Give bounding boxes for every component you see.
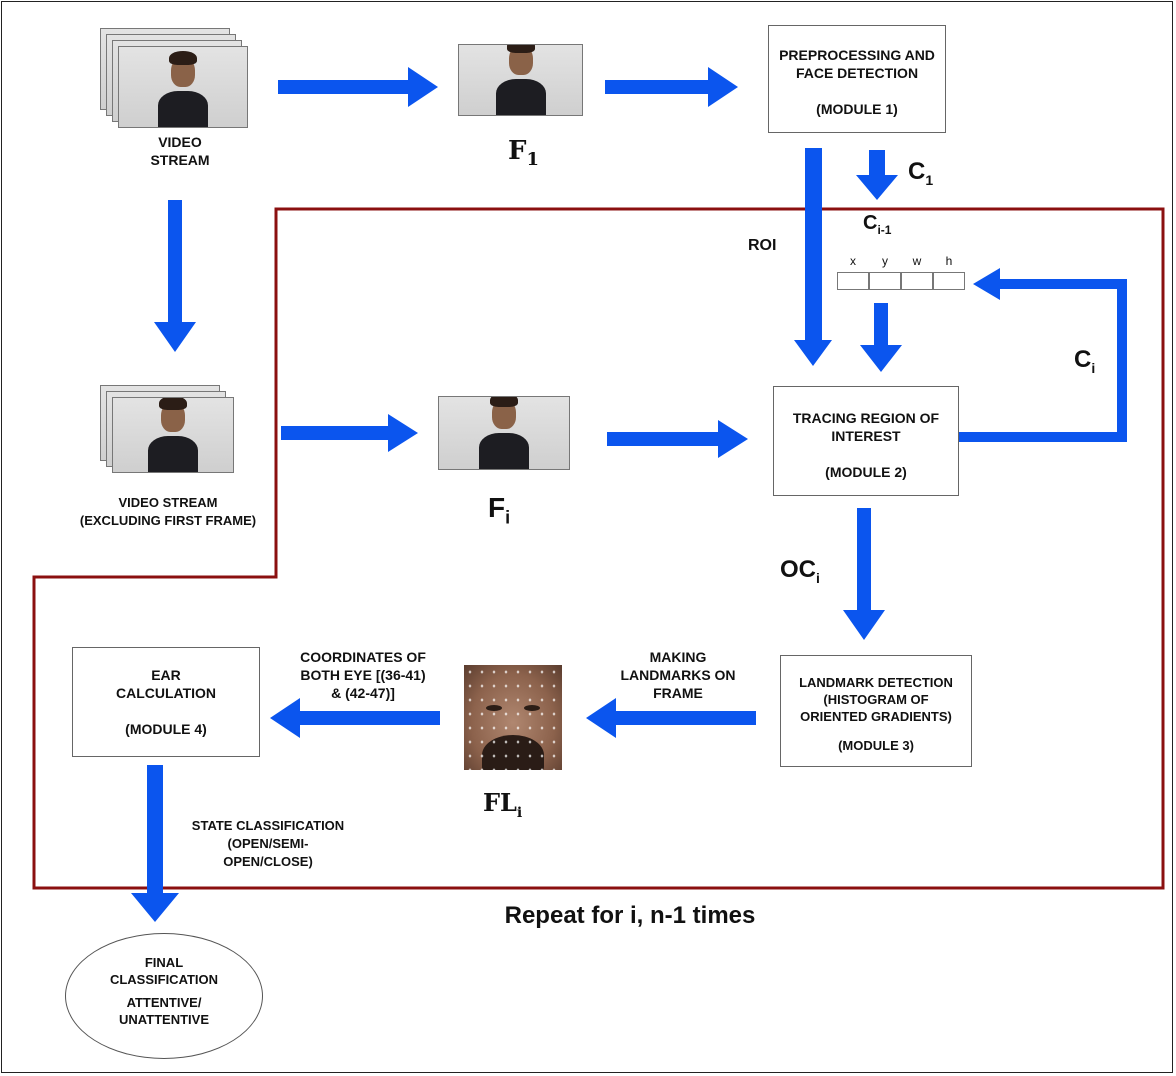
coordinates-label: COORDINATES OF BOTH EYE [(36-41) & (42-4…	[300, 649, 426, 701]
making-landmarks-label: MAKING LANDMARKS ON FRAME	[620, 649, 736, 701]
ci-1-label: Ci-1	[863, 212, 892, 237]
video-stream-stack	[100, 28, 250, 128]
arrow-oci	[843, 508, 885, 640]
arrow-xywh-to-module2	[860, 303, 902, 372]
face-landmarks-image	[464, 665, 562, 770]
frame-fi-thumbnail	[438, 396, 570, 470]
arrow-c1	[856, 150, 898, 200]
module2-box: TRACING REGION OF INTEREST (MODULE 2)	[773, 386, 959, 496]
x-cell	[837, 272, 869, 290]
module4-box: EAR CALCULATION (MODULE 4)	[72, 647, 260, 757]
video-frame-thumbnail	[112, 397, 234, 473]
video-stream-excl-label: VIDEO STREAM(EXCLUDING FIRST FRAME)	[79, 495, 257, 528]
module3-box: LANDMARK DETECTION (HISTOGRAM OF ORIENTE…	[780, 655, 972, 767]
arrow-fi-to-module2	[607, 420, 748, 458]
state-classification-label: STATE CLASSIFICATION (OPEN/SEMI- OPEN/CL…	[191, 818, 345, 869]
f1-label: F1	[508, 136, 539, 171]
arrow-stream-to-f1	[278, 67, 438, 107]
y-cell	[869, 272, 901, 290]
c1-label: C1	[908, 158, 934, 188]
arrow-module4-to-final	[131, 765, 179, 922]
w-cell	[901, 272, 933, 290]
oci-label: OCi	[780, 556, 820, 586]
h-cell	[933, 272, 965, 290]
arrow-ci-loop	[958, 268, 1127, 442]
x-header: x	[850, 254, 856, 268]
frame-f1-thumbnail	[458, 44, 583, 116]
arrow-module3-to-face	[586, 698, 756, 738]
arrow-roi	[794, 148, 832, 366]
ci-label: Ci	[1074, 346, 1096, 376]
fi-label: Fi	[488, 492, 511, 528]
arrow-stream-to-fi	[281, 414, 418, 452]
y-header: y	[882, 254, 888, 268]
fli-label: FLi	[483, 788, 523, 821]
repeat-label: Repeat for i, n-1 times	[504, 902, 756, 929]
arrow-face-to-module4	[270, 698, 440, 738]
h-header: h	[945, 254, 953, 268]
video-frame-thumbnail	[118, 46, 248, 128]
w-header: w	[912, 254, 922, 268]
module1-box: PREPROCESSING AND FACE DETECTION (MODULE…	[768, 25, 946, 133]
roi-label: ROI	[748, 237, 777, 254]
final-classification-oval: FINAL CLASSIFICATION ATTENTIVE/ UNATTENT…	[65, 933, 263, 1059]
arrow-stream-down	[154, 200, 196, 352]
arrow-f1-to-module1	[605, 67, 738, 107]
repeat-loop-outline	[32, 207, 1165, 890]
video-stream-excl-stack	[100, 385, 240, 475]
